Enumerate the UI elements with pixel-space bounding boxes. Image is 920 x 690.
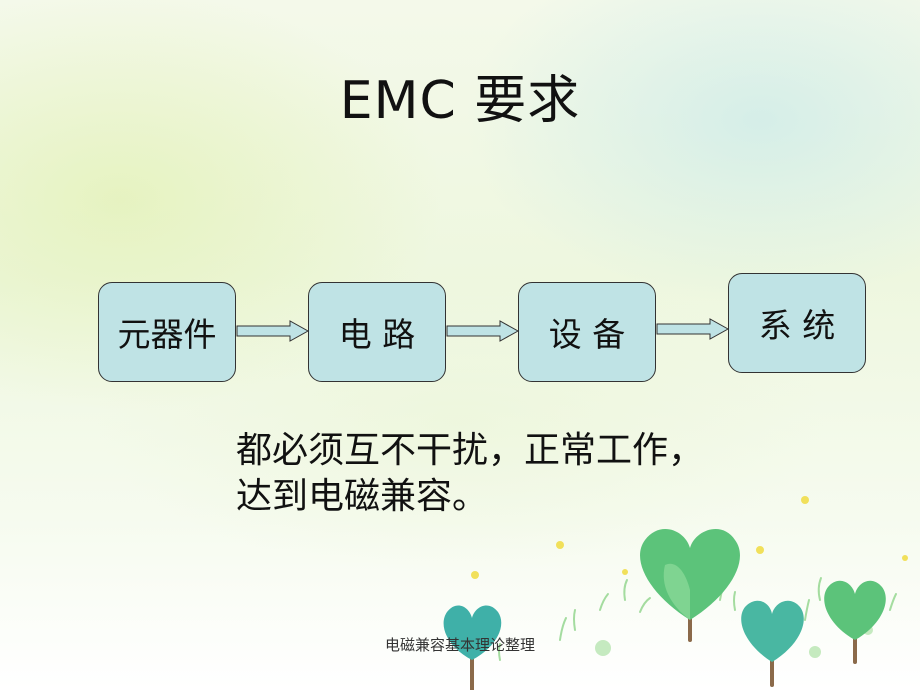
flow-box-components: 元器件 <box>98 282 236 382</box>
flow-box-circuit: 电 路 <box>308 282 446 382</box>
body-text: 都必须互不干扰，正常工作， 达到电磁兼容。 <box>236 428 876 520</box>
flow-arrow-3 <box>656 318 730 340</box>
slide-title: EMC 要求 <box>339 71 581 131</box>
flow-box-label: 电 路 <box>338 315 416 354</box>
body-line: 都必须互不干扰，正常工作， <box>236 430 705 471</box>
flow-arrow-2 <box>446 320 520 342</box>
flow-arrow-1 <box>236 320 310 342</box>
flow-box-label: 设 备 <box>548 315 626 354</box>
footer-caption: 电磁兼容基本理论整理 <box>384 636 535 654</box>
flow-box-label: 元器件 <box>117 315 217 354</box>
flow-box-label: 系 统 <box>758 306 836 345</box>
flow-box-system: 系 统 <box>728 273 866 373</box>
body-line: 达到电磁兼容。 <box>236 476 489 517</box>
flow-box-equipment: 设 备 <box>518 282 656 382</box>
